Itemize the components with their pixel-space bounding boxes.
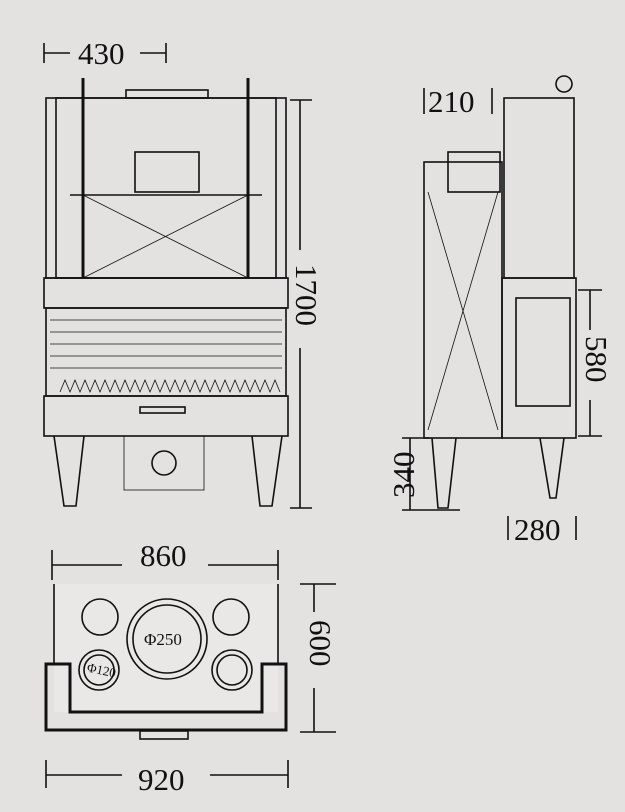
plan-outer-width-label: 920 [138, 762, 185, 797]
plan-view: 860 Φ250 Φ120 600 920 [44, 538, 338, 797]
plan-depth-label: 600 [303, 620, 338, 667]
plan-small-flue-label: Φ120 [86, 660, 118, 681]
front-width-label: 430 [78, 36, 125, 71]
side-leg-height-label: 340 [386, 452, 421, 499]
front-view: 430 1700 [43, 36, 324, 509]
plan-inner-width-label: 860 [140, 538, 187, 573]
side-view: 210 580 340 280 [386, 75, 614, 547]
side-door-height-label: 580 [579, 336, 614, 383]
side-top-offset-label: 210 [428, 84, 475, 119]
front-height-label: 1700 [289, 264, 324, 326]
side-depth-label: 280 [514, 512, 561, 547]
plan-main-flue-label: Φ250 [144, 630, 182, 649]
